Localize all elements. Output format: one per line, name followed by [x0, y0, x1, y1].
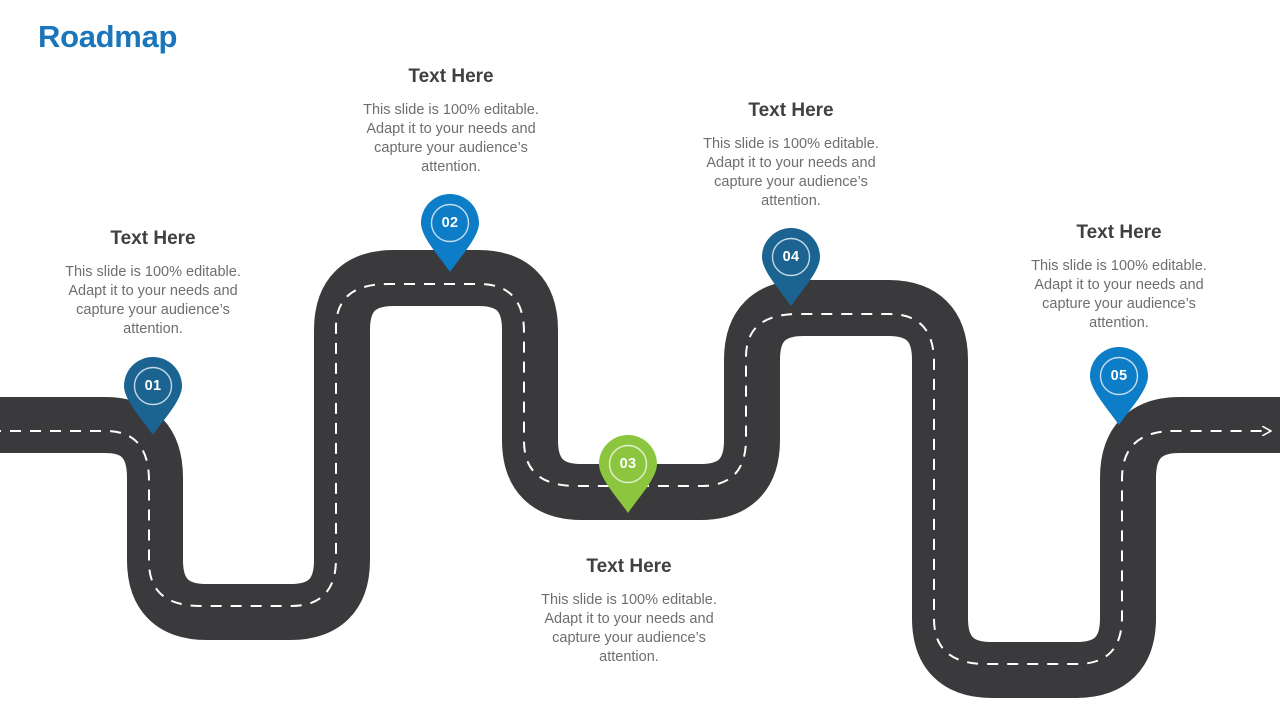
milestone-body-01: This slide is 100% editable. Adapt it to… — [65, 263, 241, 338]
milestone-pin-05[interactable]: 05 — [1090, 347, 1148, 425]
page-title: Roadmap — [38, 19, 178, 54]
milestone-pin-04[interactable]: 04 — [762, 228, 820, 306]
milestone-heading-04: Text Here — [748, 100, 834, 121]
milestone-pin-03[interactable]: 03 — [599, 435, 657, 513]
milestone-pin-02[interactable]: 02 — [421, 194, 479, 272]
map-pin-icon — [421, 194, 479, 272]
milestone-body-05: This slide is 100% editable. Adapt it to… — [1031, 257, 1207, 332]
milestone-text-05: Text Here This slide is 100% editable. A… — [1028, 222, 1210, 333]
milestone-heading-01: Text Here — [110, 228, 196, 249]
milestone-pin-01[interactable]: 01 — [124, 357, 182, 435]
map-pin-icon — [1090, 347, 1148, 425]
milestone-heading-02: Text Here — [408, 66, 494, 87]
milestone-body-04: This slide is 100% editable. Adapt it to… — [703, 135, 879, 210]
milestone-body-02: This slide is 100% editable. Adapt it to… — [363, 101, 539, 176]
milestone-heading-05: Text Here — [1076, 222, 1162, 243]
milestone-text-02: Text Here This slide is 100% editable. A… — [360, 66, 542, 177]
milestone-text-04: Text Here This slide is 100% editable. A… — [700, 100, 882, 211]
map-pin-icon — [762, 228, 820, 306]
milestone-heading-03: Text Here — [586, 556, 672, 577]
milestone-body-03: This slide is 100% editable. Adapt it to… — [541, 591, 717, 666]
milestone-text-03: Text Here This slide is 100% editable. A… — [538, 556, 720, 667]
milestone-text-01: Text Here This slide is 100% editable. A… — [62, 228, 244, 339]
map-pin-icon — [124, 357, 182, 435]
map-pin-icon — [599, 435, 657, 513]
